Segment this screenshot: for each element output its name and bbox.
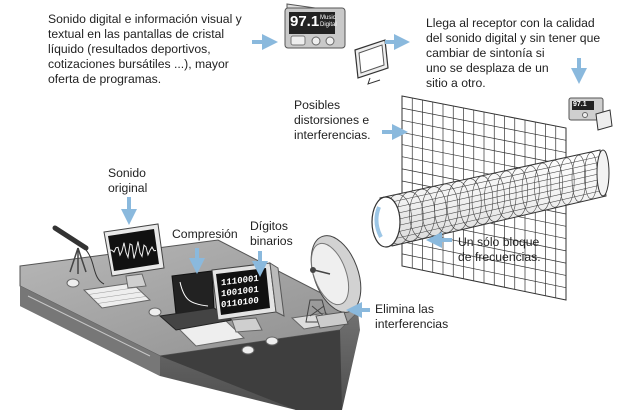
keyboard-row: [92, 291, 142, 300]
tube-ring: [534, 162, 552, 211]
tube-ring: [521, 165, 540, 214]
compression-text: Compresión: [172, 227, 238, 241]
tube-ring: [434, 183, 459, 234]
radio-station: Music Digital: [320, 15, 337, 29]
grid-line: [401, 132, 567, 166]
satellite-dish: [305, 235, 362, 329]
distortion-text: Posibles distorsiones e interferencias.: [294, 98, 371, 142]
monitor-binary: [211, 262, 285, 333]
intro-text: Sonido digital e información visual y te…: [48, 12, 242, 86]
tube-line: [385, 189, 604, 242]
laptop-compression: [158, 270, 234, 331]
tube-ring: [471, 175, 494, 225]
tube-line: [385, 155, 604, 204]
radio-frequency: 97.1: [290, 13, 320, 30]
binary-digits-text: Dígitos binarios: [250, 219, 293, 248]
digital-radio-large: [284, 3, 389, 85]
grid-line: [401, 119, 567, 153]
keyboard-left: [82, 282, 152, 309]
tube-line: [385, 172, 604, 223]
microphone: [52, 225, 105, 285]
radio-station-line2: Digital: [320, 22, 337, 28]
tube-ring: [559, 157, 575, 205]
tube-ring: [509, 167, 529, 217]
grid-line: [401, 107, 567, 141]
tube-ring: [546, 160, 563, 208]
tube-ring: [484, 173, 505, 222]
keyboard-row: [97, 296, 146, 304]
tube-line: [385, 178, 604, 229]
receiver-text: Llega al receptor con la calidad del son…: [426, 16, 601, 90]
frequency-block-text: Un sólo bloque de frecuencias.: [458, 235, 541, 264]
original-sound-text: Sonido original: [108, 166, 148, 195]
interference-removal-text: Elimina las interferencias: [375, 302, 449, 331]
tube-ring: [459, 178, 482, 228]
digital-radio-small: [568, 97, 613, 131]
radio-station-line1: Music: [320, 15, 336, 21]
keyboard-row: [88, 287, 137, 295]
tube-line: [385, 184, 604, 235]
binary-screen: 1110001 1001001 0110100: [221, 274, 259, 312]
monitor-original-sound: [103, 223, 165, 289]
tube-ring: [571, 154, 587, 202]
grid-line: [401, 253, 567, 289]
tube-ring: [446, 181, 470, 231]
tube-ring: [496, 170, 517, 219]
tube-line: [385, 161, 604, 210]
small-radio-frequency: 97.1: [573, 101, 587, 108]
flow-arrows: [121, 34, 587, 318]
tube-line: [385, 166, 604, 217]
